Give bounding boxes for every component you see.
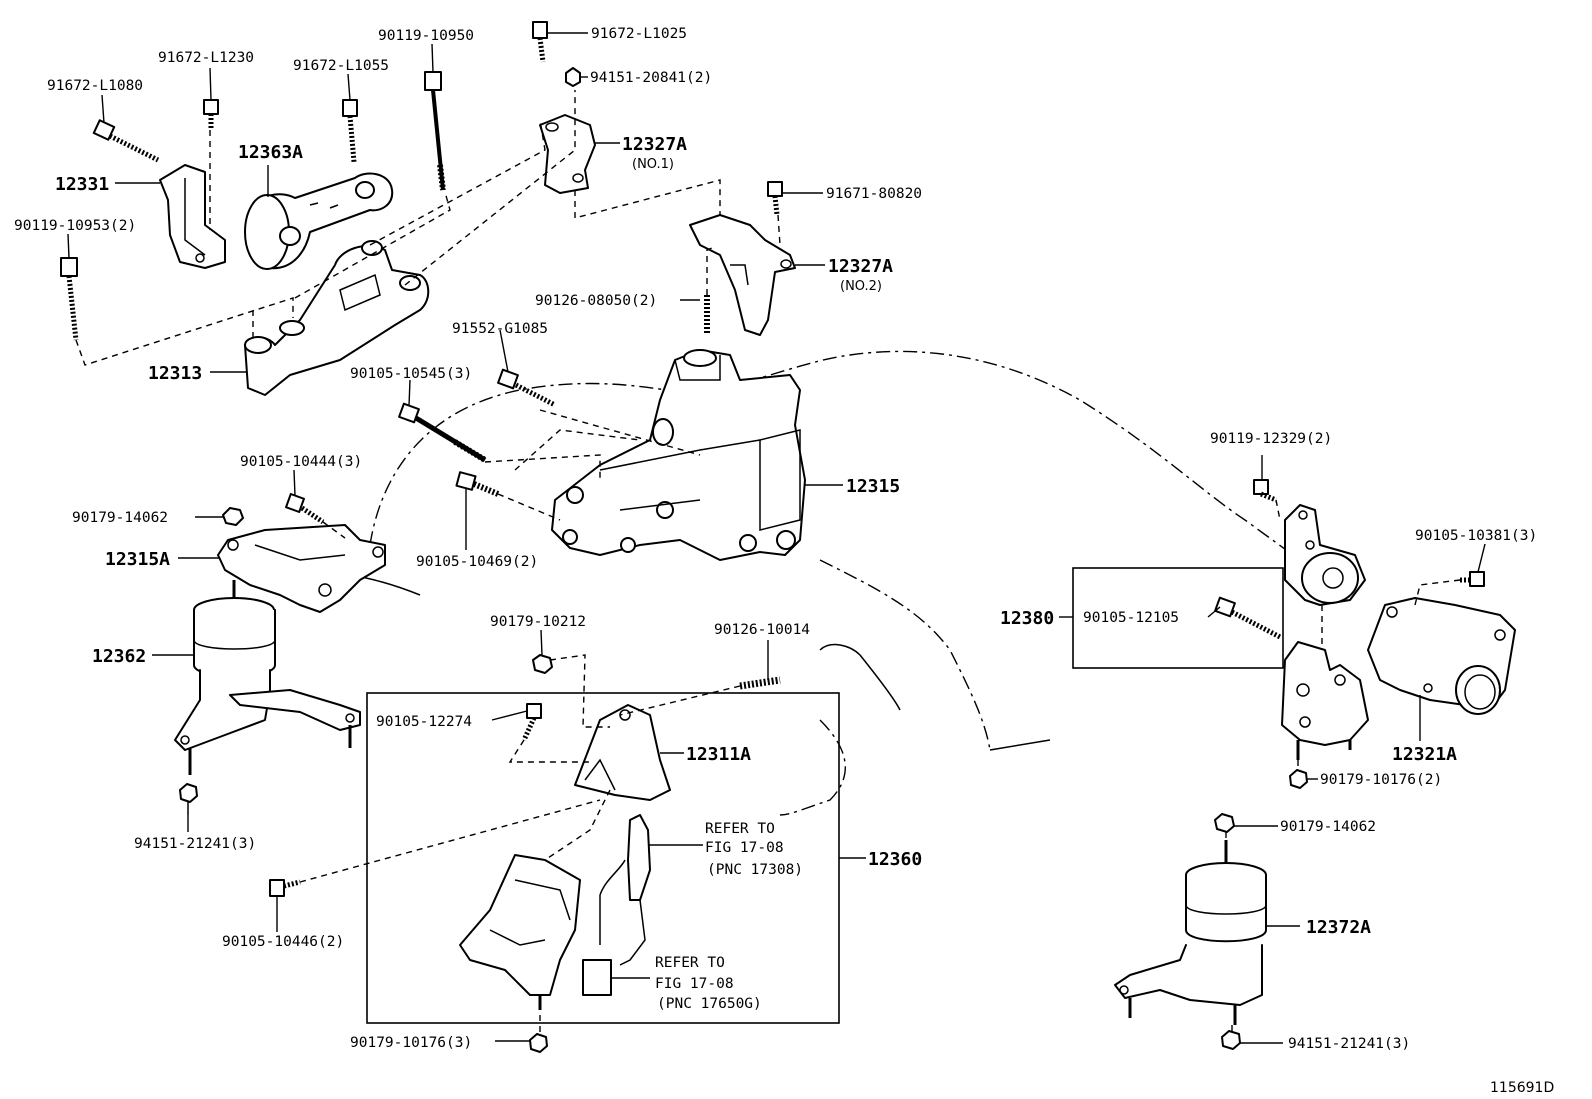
label-12362: 12362 [92,646,146,667]
bracket-12315A [217,524,386,613]
refer-2-line3: (PNC 17650G) [657,996,762,1012]
bracket-12327A-no2 [689,214,796,336]
mount-12372A [1114,840,1267,1025]
label-90105-10469: 90105-10469(2) [416,554,538,570]
refer-1-line2: FIG 17-08 [705,840,784,856]
label-90119-12329: 90119-12329(2) [1210,431,1332,447]
label-90105-12274: 90105-12274 [376,714,472,730]
bracket-12311A [574,704,671,801]
label-12327A-no2-note: (NO.2) [840,279,882,294]
torque-rod-12363A [244,172,394,270]
leader-lines [67,32,1486,1044]
label-91672-L1055: 91672-L1055 [293,58,389,74]
refer-1-line3: (PNC 17308) [707,862,803,878]
label-91671-80820: 91671-80820 [826,186,922,202]
vacuum-switch [582,814,651,996]
bracket-12380-upper [1284,504,1366,606]
bracket-12327A-no1 [539,114,596,194]
label-90119-10953: 90119-10953(2) [14,218,136,234]
refer-2-line2: FIG 17-08 [655,976,734,992]
label-94151-21241-right: 94151-21241(3) [1288,1036,1410,1052]
refer-1-line1: REFER TO [705,821,775,837]
mount-12362 [174,580,361,775]
label-12311A: 12311A [686,744,751,765]
label-90105-10545: 90105-10545(3) [350,366,472,382]
label-12327A-no1: 12327A [622,134,687,155]
figure-id: 115691D [1490,1080,1554,1096]
label-90179-10176-bottom: 90179-10176(3) [350,1035,472,1051]
label-12327A-no2: 12327A [828,256,893,277]
part-labels: 91672-L1025 94151-20841(2) 12327A (NO.1)… [14,26,1554,1096]
label-12327A-no1-note: (NO.1) [632,157,674,172]
engine-outline [349,350,1301,816]
label-90119-10950: 90119-10950 [378,28,474,44]
label-12380: 12380 [1000,608,1054,629]
label-94151-20841: 94151-20841(2) [590,70,712,86]
housing-12321A [1367,597,1516,715]
label-91672-L1080: 91672-L1080 [47,78,143,94]
label-91672-L1230: 91672-L1230 [158,50,254,66]
label-12315A: 12315A [105,549,170,570]
label-90126-10014: 90126-10014 [714,622,810,638]
refer-2-line1: REFER TO [655,955,725,971]
label-90105-10444: 90105-10444(3) [240,454,362,470]
assembly-lines [75,90,1461,1035]
label-90105-10381: 90105-10381(3) [1415,528,1537,544]
bracket-12380-lower [1281,641,1369,760]
label-12372A: 12372A [1306,917,1371,938]
bracket-12315 [551,349,806,561]
label-12360: 12360 [868,849,922,870]
label-90179-14062-left: 90179-14062 [72,510,168,526]
group-box-12380 [1072,567,1284,669]
bracket-12331 [159,164,226,269]
label-90105-12105: 90105-12105 [1083,610,1179,626]
insulator-12360 [459,854,581,1010]
bracket-12313 [244,240,430,396]
label-91672-L1025: 91672-L1025 [591,26,687,42]
label-91552-G1085: 91552-G1085 [452,321,548,337]
label-12363A: 12363A [238,142,303,163]
label-90179-10212: 90179-10212 [490,614,586,630]
label-12331: 12331 [55,174,109,195]
label-90105-10446: 90105-10446(2) [222,934,344,950]
label-12313: 12313 [148,363,202,384]
label-90179-10176-right: 90179-10176(2) [1320,772,1442,788]
label-94151-21241-left: 94151-21241(3) [134,836,256,852]
label-12315: 12315 [846,476,900,497]
label-90179-14062-right: 90179-14062 [1280,819,1376,835]
fasteners [60,21,1485,1053]
label-90126-08050: 90126-08050(2) [535,293,657,309]
label-12321A: 12321A [1392,744,1457,765]
